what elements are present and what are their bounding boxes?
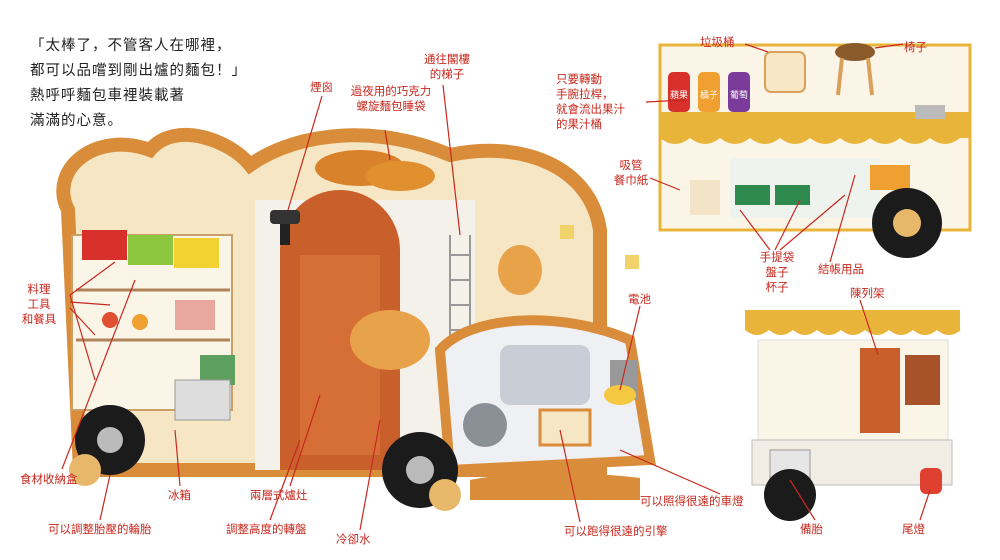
label-steering: 調整高度的轉盤 [226,522,307,536]
display-rear [745,310,961,521]
service-counter: 蘋果 橘子 葡萄 [658,43,972,258]
label-chimney: 煙囪 [310,80,333,94]
label-juice-line-1: 只要轉動 [556,72,602,86]
intro-line-1: 「太棒了，不管客人在哪裡， [30,38,232,54]
label-oven: 兩層式爐灶 [250,488,308,502]
label-bags-line-3: 杯子 [765,280,789,294]
label-juice-line-3: 就會流出果汁 [556,102,625,116]
label-taillight: 尾燈 [902,522,925,536]
label-chocolate-bag-line-2: 螺旋麵包睡袋 [356,99,426,113]
label-stool: 椅子 [904,40,927,54]
juice-tag-apple: 蘋果 [670,89,688,101]
juice-tag-orange: 橘子 [700,90,718,101]
label-attic-ladder-line-2: 的梯子 [429,67,465,81]
label-display: 陳列架 [850,286,885,300]
label-attic-ladder-line-1: 通往閣樓 [424,52,470,66]
label-checkout: 結帳用品 [818,262,864,276]
label-attic-ladder: 通往閣樓 的梯子 [412,52,482,82]
juice-tag-grape: 葡萄 [730,89,748,101]
label-straw-line-2: 餐巾紙 [613,173,649,187]
label-kitchen-tools-line-2: 工具 [27,297,51,311]
label-spare-tire: 備胎 [800,522,823,536]
label-bags-line-2: 盤子 [765,265,789,279]
label-juice-barrel: 只要轉動 手腕拉桿， 就會流出果汁 的果汁桶 [556,72,646,132]
main-truck [56,128,656,511]
intro-line-4: 滿滿的心意。 [30,113,123,129]
label-headlight: 可以照得很遠的車燈 [640,494,744,508]
label-chocolate-bag-line-1: 過夜用的巧克力 [350,84,432,98]
label-straw-line-1: 吸管 [619,158,643,172]
label-engine: 可以跑得很遠的引擎 [564,524,668,538]
intro-line-2: 都可以品嚐到剛出爐的麵包！」 [30,63,247,79]
label-kitchen-tools: 料理 工具 和餐具 [14,282,64,327]
label-fridge: 冰箱 [168,488,191,502]
label-juice-line-4: 的果汁桶 [556,117,602,131]
label-battery: 電池 [628,292,651,306]
intro-line-3: 熱呼呼麵包車裡裝載著 [30,88,185,104]
label-trash: 垃圾桶 [700,35,735,49]
leader-lines [61,43,931,531]
label-coolant: 冷卻水 [336,532,371,546]
label-bags-line-1: 手提袋 [759,250,795,264]
label-kitchen-tools-line-1: 料理 [27,282,51,296]
label-kitchen-tools-line-3: 和餐具 [21,312,57,326]
label-bags-plates-cups: 手提袋 盤子 杯子 [752,250,802,295]
label-straw-napkin: 吸管 餐巾紙 [606,158,656,188]
label-food-storage: 食材收納盒 [20,472,78,486]
label-chocolate-bag: 過夜用的巧克力 螺旋麵包睡袋 [346,84,436,114]
label-tire: 可以調整胎壓的輪胎 [48,522,152,536]
label-juice-line-2: 手腕拉桿， [556,87,614,101]
intro-paragraph: 「太棒了，不管客人在哪裡， 都可以品嚐到剛出爐的麵包！」 熱呼呼麵包車裡裝載著 … [30,34,247,134]
